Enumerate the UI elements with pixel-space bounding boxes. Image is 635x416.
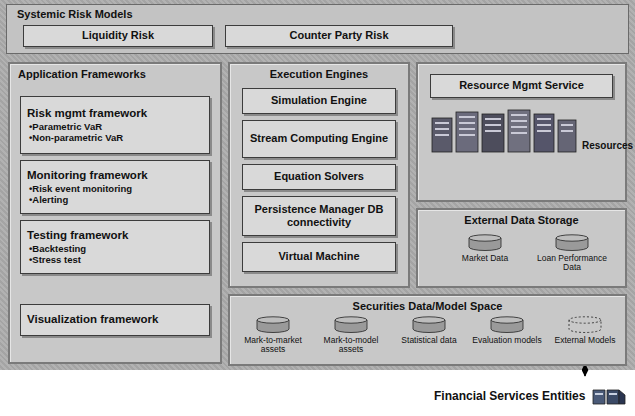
node-label: Application Frameworks [18, 68, 212, 80]
data-cylinder: Statistical data [392, 316, 466, 364]
data-cylinder: Evaluation models [470, 316, 544, 364]
node-label: Mark-to-market assets [238, 336, 308, 355]
node-detail: •Stress test [27, 254, 203, 265]
framework-box: Risk mgmt framework•Parametric VaR•Non-p… [20, 96, 210, 154]
framework-box: Monitoring framework•Risk event monitori… [20, 160, 210, 214]
node-label: Securities Data/Model Space [238, 300, 617, 312]
node-label: Resources [582, 140, 633, 151]
data-cylinder: Loan Performance Data [530, 234, 614, 284]
node-label: Mark-to-model assets [316, 336, 386, 355]
node-label: Liquidity Risk [30, 29, 206, 42]
cylinder-symbol [255, 316, 291, 334]
storage-panel: External Data StorageMarket Data Loan Per… [416, 208, 627, 288]
risk-box: Liquidity Risk [23, 25, 213, 47]
engine-box: Persistence Manager DB connectivity [242, 196, 396, 236]
entity-icon [591, 386, 627, 406]
node-label: Execution Engines [238, 68, 400, 80]
server-rack-illustration [430, 104, 580, 158]
data-cylinder: Mark-to-model assets [314, 316, 388, 364]
cylinder-symbol [411, 316, 447, 334]
node-label: External Models [555, 336, 616, 345]
engine-box: Simulation Engine [242, 88, 396, 114]
framework-box: Visualization framework [20, 304, 210, 336]
model-band: Systemic Risk ModelsLiquidity Risk Counte… [6, 4, 629, 54]
node-label: Simulation Engine [249, 94, 389, 107]
node-label: Testing framework [27, 229, 203, 243]
node-label: Stream Computing Engine [249, 132, 389, 145]
node-detail: •Alerting [27, 194, 203, 205]
node-label: Risk mgmt framework [27, 107, 203, 121]
node-label: External Data Storage [426, 214, 617, 226]
entity-label: Financial Services Entities [432, 376, 632, 412]
node-label: Virtual Machine [249, 250, 389, 263]
framework-box: Testing framework•Backtesting•Stress tes… [20, 220, 210, 274]
node-label: Loan Performance Data [532, 254, 612, 273]
node-detail: •Backtesting [27, 243, 203, 254]
node-label: Market Data [462, 254, 508, 263]
cylinder-symbol [489, 316, 525, 334]
node-detail: •Risk event monitoring [27, 183, 203, 194]
data-cylinder: Market Data [448, 234, 522, 284]
engine-box: Stream Computing Engine [242, 120, 396, 158]
node-label: Equation Solvers [249, 170, 389, 183]
engine-panel: Execution EnginesSimulation EngineStream… [228, 62, 410, 288]
node-detail: •Non-parametric VaR [27, 132, 203, 143]
node-label: Visualization framework [27, 313, 203, 327]
service-box: Resource Mgmt Service [430, 74, 613, 98]
node-label: Resource Mgmt Service [437, 79, 606, 92]
cylinder-symbol [467, 234, 503, 252]
model-space-panel: Securities Data/Model SpaceMark-to-marke… [228, 294, 627, 366]
cylinder-symbol [333, 316, 369, 334]
engine-box: Virtual Machine [242, 242, 396, 272]
node-label: Statistical data [401, 336, 456, 345]
node-label: Monitoring framework [27, 169, 203, 183]
node-label: Systemic Risk Models [17, 8, 618, 20]
resource-panel: ResourcesResource Mgmt Service [416, 62, 627, 202]
node-label: Financial Services Entities [434, 389, 585, 403]
risk-box: Counter Party Risk [225, 25, 453, 47]
data-cylinder: External Models [548, 316, 622, 364]
framework-panel: Application FrameworksRisk mgmt framewor… [8, 62, 222, 364]
node-detail: •Parametric VaR [27, 121, 203, 132]
cylinder-symbol [567, 316, 603, 334]
engine-box: Equation Solvers [242, 164, 396, 190]
cylinder-symbol [554, 234, 590, 252]
node-label: Counter Party Risk [232, 29, 446, 42]
data-cylinder: Mark-to-market assets [236, 316, 310, 364]
node-label: Persistence Manager DB connectivity [249, 203, 389, 229]
node-label: Evaluation models [472, 336, 541, 345]
